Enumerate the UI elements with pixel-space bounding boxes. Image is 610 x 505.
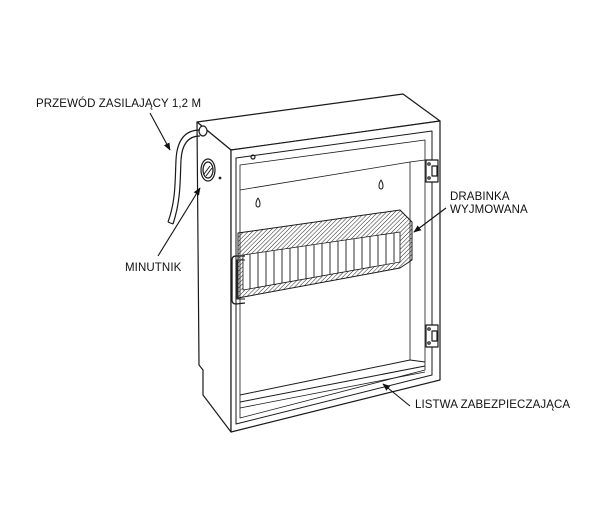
cable-gland xyxy=(198,125,208,137)
label-power-cord: PRZEWÓD ZASILAJĄCY 1,2 M xyxy=(36,98,202,110)
label-ladder-line1: DRABINKA xyxy=(450,191,510,203)
label-ladder-line2: WYJMOWANA xyxy=(450,204,528,216)
keyhole-right xyxy=(378,179,384,190)
power-cord xyxy=(167,129,201,223)
leader-timer xyxy=(157,187,201,257)
timer-dial xyxy=(200,158,222,182)
keyhole-left xyxy=(255,197,261,208)
leader-power-cord xyxy=(149,112,171,151)
label-safety-strip: LISTWA ZABEZPIECZAJĄCA xyxy=(415,399,571,411)
screw-hole xyxy=(250,154,256,160)
hinge-bottom xyxy=(425,324,439,348)
ladder-handle xyxy=(231,255,246,305)
leader-ladder xyxy=(413,207,447,233)
safety-strip xyxy=(239,359,426,396)
hinge-top xyxy=(425,159,439,183)
label-timer: MINUTNIK xyxy=(125,262,182,274)
leader-safety-strip xyxy=(382,383,411,407)
ladder-rack xyxy=(231,209,413,305)
